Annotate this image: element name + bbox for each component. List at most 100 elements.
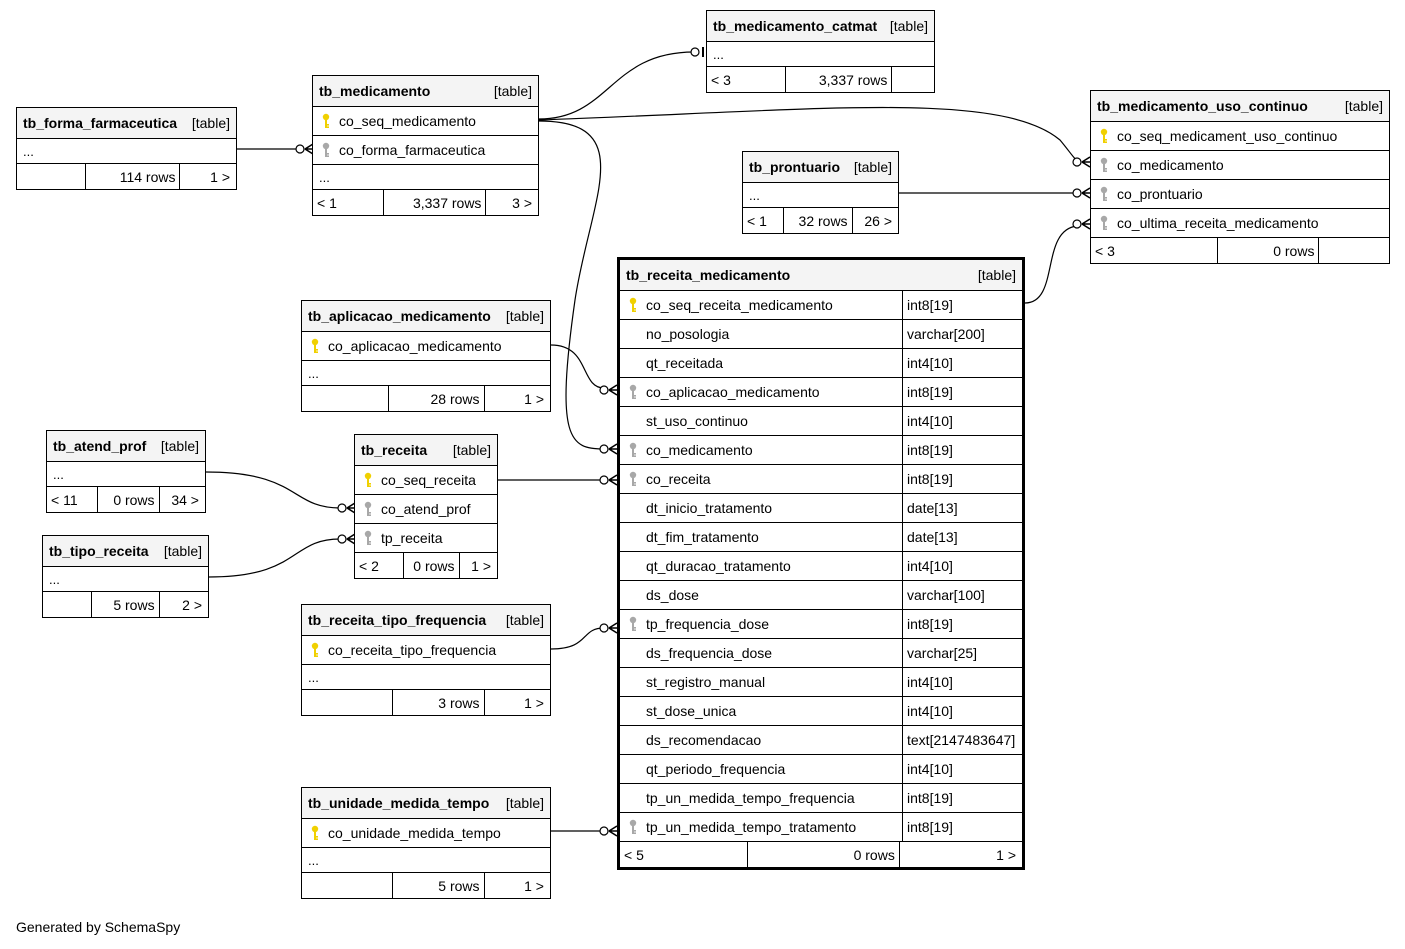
column-name: ds_frequencia_dose [646,645,773,661]
crow-foot-marker [295,143,314,155]
crow-foot-marker [599,622,618,634]
table-type-label: [table] [191,115,230,131]
column-name: ds_recomendacao [646,732,762,748]
table-name: tb_medicamento [319,83,431,99]
parents-count[interactable] [302,690,394,715]
parents-count[interactable] [302,386,390,411]
column-name: no_posologia [646,326,730,342]
column-name: qt_receitada [646,355,724,371]
parents-count[interactable]: < 1 [313,190,385,215]
parents-count[interactable]: < 3 [1091,238,1219,263]
column-row[interactable]: co_ultima_receita_medicamento [1091,208,1389,237]
column-name: co_ultima_receita_medicamento [1117,215,1319,231]
column-row[interactable]: co_unidade_medida_tempo [302,818,550,847]
primary-key-icon [321,113,331,129]
children-count[interactable]: 3 > [512,194,532,211]
parents-count[interactable]: < 11 [47,487,99,512]
children-count[interactable]: 1 > [210,168,230,185]
table-header: tb_receita_medicamento[table] [620,260,1022,290]
parents-count[interactable]: < 5 [620,842,749,867]
children-count[interactable]: 2 > [182,596,203,613]
crow-foot-marker [1072,218,1091,230]
parents-count[interactable]: < 2 [355,553,405,578]
column-row[interactable]: co_seq_receita [355,465,497,494]
parents-count[interactable] [17,164,87,189]
children-count[interactable]: 1 > [996,846,1016,863]
children-count[interactable] [1319,238,1389,263]
parents-count[interactable]: < 3 [707,67,787,92]
children-count[interactable]: 1 > [524,694,544,711]
column-row[interactable]: co_receita_tipo_frequencia [302,635,550,664]
row-count: 3,337 rows [384,190,487,215]
foreign-key-icon [628,384,638,400]
edge-tipo-frequencia-to-receita-medicamento [550,627,605,650]
table-tb-receita-tipo-frequencia[interactable]: tb_receita_tipo_frequencia[table]co_rece… [301,604,551,716]
foreign-key-icon [628,442,638,458]
table-tb-medicamento-uso-continuo[interactable]: tb_medicamento_uso_continuo[table]co_seq… [1090,90,1390,264]
table-tb-receita-medicamento[interactable]: tb_receita_medicamento[table]co_seq_rece… [617,257,1025,870]
table-type-label: [table] [505,795,544,811]
column-name: qt_duracao_tratamento [646,558,791,574]
column-row[interactable]: co_prontuario [1091,179,1389,208]
row-count: 5 rows [393,873,485,898]
table-tb-aplicacao-medicamento[interactable]: tb_aplicacao_medicamento[table]co_aplica… [301,300,551,412]
parents-count[interactable] [302,873,394,898]
column-name: qt_periodo_frequencia [646,761,786,777]
row-count: 114 rows [86,164,181,189]
column-name: co_seq_receita_medicamento [646,297,833,313]
parents-count[interactable] [43,592,93,617]
column-row[interactable]: co_seq_medicamento [313,106,538,135]
column-row[interactable]: co_medicamento [1091,150,1389,179]
children-count[interactable]: 34 > [171,491,199,508]
more-columns-ellipsis: ... [743,182,898,207]
edge-medicamento-to-receita-medicamento [538,120,605,450]
table-type-label: [table] [160,438,199,454]
parents-count[interactable]: < 1 [743,208,785,233]
column-type: int8[19] [902,378,1022,406]
column-row[interactable]: co_forma_farmaceutica [313,135,538,164]
column-row[interactable]: co_seq_medicament_uso_continuo [1091,121,1389,150]
column-name: st_uso_continuo [646,413,748,429]
row-count: 0 rows [1218,238,1320,263]
children-count[interactable]: 1 > [524,390,544,407]
children-count[interactable]: 1 > [524,877,544,894]
children-count[interactable] [892,67,934,92]
children-count[interactable]: 1 > [471,557,491,574]
column-row[interactable]: co_atend_prof [355,494,497,523]
table-tb-unidade-medida-tempo[interactable]: tb_unidade_medida_tempo[table]co_unidade… [301,787,551,899]
primary-key-icon [1099,128,1109,144]
column-row[interactable]: tp_receita [355,523,497,552]
children-count[interactable]: 26 > [864,212,892,229]
crow-foot-marker [599,384,618,396]
column-type: int8[19] [902,784,1022,812]
generator-credit: Generated by SchemaSpy [16,919,181,935]
column-row[interactable]: co_aplicacao_medicamento [302,331,550,360]
